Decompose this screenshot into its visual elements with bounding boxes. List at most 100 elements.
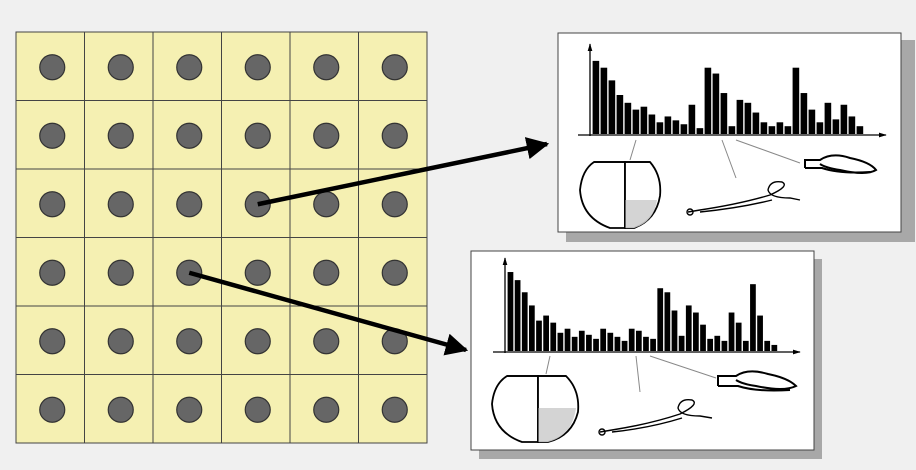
sample-point: [381, 396, 408, 423]
histogram-bar: [528, 305, 535, 351]
histogram-bar: [764, 340, 771, 351]
histogram-bar: [586, 334, 592, 351]
histogram-bar: [550, 322, 557, 351]
sample-point: [107, 54, 134, 81]
histogram-bar: [750, 284, 756, 351]
histogram-bar: [536, 320, 542, 351]
sample-point: [244, 328, 271, 355]
histogram-panel-1: [557, 32, 915, 242]
histogram-bar: [688, 104, 696, 134]
histogram-bar: [736, 99, 744, 134]
histogram-bar: [728, 126, 736, 134]
histogram-bar: [744, 102, 752, 134]
sample-point: [381, 54, 408, 81]
histogram-bar: [607, 332, 614, 351]
histogram-bar: [696, 128, 704, 134]
sample-point: [244, 54, 271, 81]
histogram-bar: [593, 338, 599, 351]
histogram-bar: [564, 328, 571, 351]
bar-chart: [578, 43, 887, 138]
histogram-bar: [521, 292, 528, 351]
grid-cell: [221, 237, 291, 307]
histogram-bar: [600, 67, 608, 134]
histogram-bar: [848, 116, 856, 134]
histogram-bar: [664, 292, 671, 351]
leader-lines: [545, 355, 717, 393]
histogram-bar: [693, 312, 699, 351]
histogram-bar: [792, 67, 800, 134]
histogram-bar: [707, 338, 714, 351]
histogram-bar: [557, 332, 564, 351]
sample-point: [313, 54, 340, 81]
sample-point: [313, 328, 340, 355]
histogram-bar: [856, 126, 864, 134]
pot-icon: [579, 161, 662, 229]
leader-lines: [629, 139, 801, 179]
sample-point: [381, 122, 408, 149]
histogram-bar: [614, 336, 621, 351]
histogram-bar: [808, 109, 816, 134]
histogram-bar: [656, 122, 664, 134]
histogram-bar: [514, 280, 521, 351]
histogram-bar: [507, 272, 514, 351]
histogram-bar: [578, 330, 585, 351]
histogram-bar: [657, 288, 664, 351]
sample-point: [244, 259, 271, 286]
sample-point: [39, 122, 66, 149]
histogram-bar: [621, 340, 628, 351]
histogram-bar: [800, 93, 808, 134]
histogram-bar: [672, 120, 680, 134]
sample-point: [313, 122, 340, 149]
sample-point: [176, 328, 203, 355]
histogram-bar: [671, 310, 678, 351]
sample-point: [244, 396, 271, 423]
fibula-icon: [804, 154, 878, 174]
sample-point: [107, 259, 134, 286]
sample-point: [107, 328, 134, 355]
histogram-bar: [728, 312, 735, 351]
bar-chart: [493, 257, 801, 355]
histogram-bar: [632, 109, 640, 134]
pot-icon: [491, 375, 580, 443]
histogram-bar: [678, 335, 685, 351]
histogram-bar: [712, 73, 720, 134]
histogram-bar: [771, 344, 778, 351]
histogram-bar: [592, 60, 600, 134]
sample-point: [39, 54, 66, 81]
connector-arrow: [188, 270, 469, 356]
sample-point: [39, 396, 66, 423]
histogram-bar: [635, 330, 642, 351]
sample-point: [313, 259, 340, 286]
fibula-icon: [717, 370, 798, 392]
histogram-bar: [616, 95, 624, 134]
histogram-bar: [816, 122, 824, 134]
histogram-bar: [760, 122, 768, 134]
histogram-bar: [832, 119, 840, 134]
connector-arrows: [188, 137, 550, 356]
grid-cell: [84, 100, 154, 170]
histogram-bar: [650, 338, 656, 351]
histogram-bar: [776, 122, 784, 134]
histogram-bar: [664, 116, 672, 134]
brooch-icon: [598, 398, 713, 436]
sample-point: [381, 191, 408, 218]
histogram-bar: [680, 124, 688, 134]
histogram-bar: [700, 324, 706, 351]
histogram-bar: [640, 106, 648, 134]
sample-point: [244, 122, 271, 149]
histogram-bar: [714, 335, 721, 351]
histogram-bar: [768, 126, 776, 134]
spatial-grid: [15, 31, 428, 444]
histogram-bar: [721, 340, 728, 351]
sample-point: [39, 328, 66, 355]
sample-point: [176, 191, 203, 218]
histogram-bar: [735, 322, 742, 351]
sample-point: [313, 191, 340, 218]
histogram-bar: [624, 102, 632, 134]
sample-point: [107, 191, 134, 218]
histogram-bar: [643, 336, 649, 351]
histogram-bar: [840, 104, 848, 134]
connector-arrow: [257, 137, 550, 207]
histogram-bar: [824, 102, 832, 134]
